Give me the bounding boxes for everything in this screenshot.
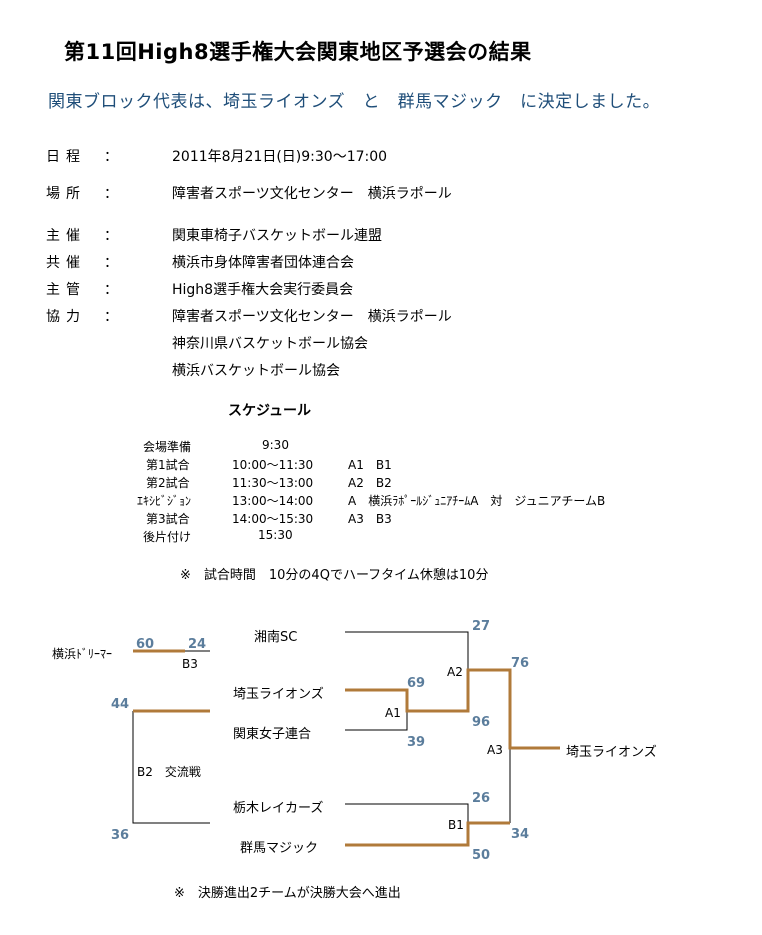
schedule-detail: A1 B1 [348, 458, 392, 472]
result-announcement: 関東ブロック代表は、埼玉ライオンズ と 群馬マジック に決定しました。 [48, 92, 661, 112]
schedule-title: スケジュール [228, 403, 312, 419]
bracket-lines [132, 631, 511, 824]
game-label-b2: B2 交流戦 [137, 765, 201, 779]
schedule-time: 13:00～14:00 [232, 494, 314, 508]
info-value-cooperation-2: 神奈川県バスケットボール協会 [172, 336, 368, 352]
info-value-manager: High8選手権大会実行委員会 [172, 282, 354, 298]
info-colon: ： [104, 282, 118, 298]
schedule-detail: A2 B2 [348, 476, 392, 490]
info-colon: ： [104, 186, 118, 202]
schedule-detail: A3 B3 [348, 512, 392, 526]
game-label-a1: A1 [385, 706, 401, 720]
score-a1-top: 69 [407, 676, 426, 691]
info-value-date: 2011年8月21日(日)9:30～17:00 [172, 149, 388, 165]
schedule-time: 14:00～15:30 [232, 512, 314, 526]
bracket-win-lines [133, 649, 560, 847]
info-label-cooperation: 協力 [46, 309, 86, 325]
game-label-b3: B3 [182, 657, 198, 671]
team-gunma: 群馬マジック [240, 841, 319, 856]
score-b1-bottom: 50 [472, 848, 491, 863]
info-colon: ： [104, 149, 118, 165]
schedule-time: 11:30～13:00 [232, 476, 314, 490]
info-label-date: 日程 [46, 149, 86, 165]
bracket-line [132, 711, 210, 824]
team-kanto: 関東女子連合 [233, 727, 312, 742]
bracket-win-line [345, 668, 560, 750]
info-label-organizer: 主催 [46, 228, 86, 244]
team-saitama: 埼玉ライオンズ [233, 687, 324, 702]
score-a3-top: 76 [511, 656, 530, 671]
bracket-note: ※ 決勝進出2チームが決勝大会へ進出 [174, 886, 401, 901]
schedule-name: 第3試合 [146, 512, 190, 526]
schedule-time: 15:30 [258, 528, 293, 542]
schedule-name: 会場準備 [143, 440, 192, 454]
bracket-line [345, 803, 469, 823]
schedule-time: 10:00～11:30 [232, 458, 314, 472]
game-label-b1: B1 [448, 818, 464, 832]
schedule-name: 第2試合 [146, 476, 190, 490]
info-value-venue: 障害者スポーツ文化センター 横浜ラポール [172, 186, 452, 202]
schedule-time: 9:30 [262, 438, 289, 452]
bracket-line [345, 631, 469, 670]
team-tochigi: 栃木レイカーズ [233, 801, 324, 816]
info-label-venue: 場所 [46, 186, 86, 202]
score-a2-top: 27 [472, 619, 491, 634]
team-shonan: 湘南SC [254, 630, 298, 645]
schedule-name: 第1試合 [146, 458, 190, 472]
info-label-cosponsor: 共催 [46, 255, 86, 271]
team-winner: 埼玉ライオンズ [566, 745, 657, 760]
info-label-manager: 主管 [46, 282, 86, 298]
schedule-detail: A 横浜ﾗﾎﾟｰﾙｼﾞｭﾆｱﾁｰﾑA 対 ジュニアチームB [348, 494, 606, 508]
info-colon: ： [104, 309, 118, 325]
score-a3-bottom: 34 [511, 827, 530, 842]
game-label-a2: A2 [447, 665, 463, 679]
score-a2-bottom: 96 [472, 715, 491, 730]
info-colon: ： [104, 255, 118, 271]
score-b2-bottom: 36 [111, 828, 130, 843]
score-b1-top: 26 [472, 791, 491, 806]
score-b2-top: 44 [111, 697, 130, 712]
bracket-win-line [345, 821, 510, 847]
game-label-a3: A3 [487, 743, 503, 757]
info-value-organizer: 関東車椅子バスケットボール連盟 [172, 228, 382, 244]
score-b3-right: 24 [188, 637, 207, 652]
page-title: 第11回High8選手権大会関東地区予選会の結果 [64, 40, 532, 64]
info-value-cooperation-1: 障害者スポーツ文化センター 横浜ラポール [172, 309, 452, 325]
team-yokohama: 横浜ﾄﾞﾘｰﾏｰ [52, 647, 113, 661]
score-b3-left: 60 [136, 637, 155, 652]
score-a1-bottom: 39 [407, 735, 426, 750]
schedule-note: ※ 試合時間 10分の4Qでハーフタイム休憩は10分 [180, 568, 489, 583]
schedule-name: ｴｷｼﾋﾞｼﾞｮﾝ [137, 494, 192, 508]
info-value-cooperation-3: 横浜バスケットボール協会 [172, 363, 340, 379]
info-value-cosponsor: 横浜市身体障害者団体連合会 [172, 255, 354, 271]
info-colon: ： [104, 228, 118, 244]
bracket-line [345, 711, 408, 731]
schedule-name: 後片付け [143, 530, 192, 544]
